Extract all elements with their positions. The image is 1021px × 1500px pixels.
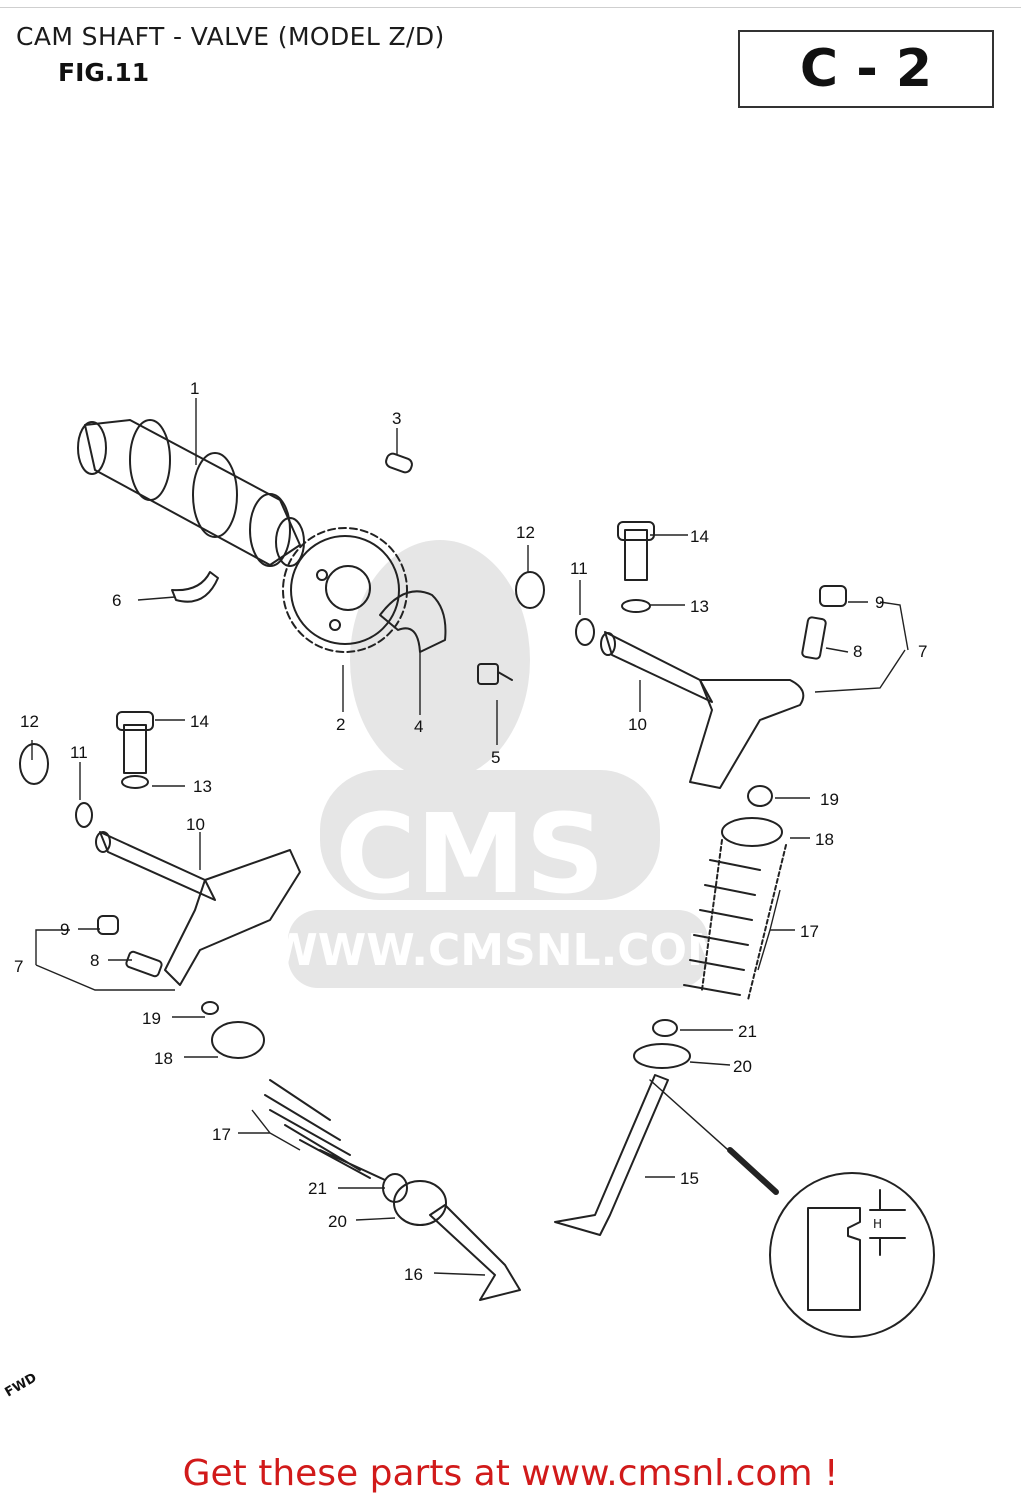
footer-link[interactable]: Get these parts at www.cmsnl.com !: [182, 1453, 839, 1494]
camshaft: [77, 419, 305, 567]
callout-19-right: 19: [820, 790, 839, 809]
page-title: CAM SHAFT - VALVE (MODEL Z/D): [16, 22, 445, 51]
rocker-arm-right: [515, 521, 847, 789]
callout-1: 1: [190, 379, 199, 398]
callout-9-left: 9: [60, 920, 69, 939]
callout-labels: 1 2 3 4 5 6 7 8 9 10 11 12 13 14 7 8 9 1…: [14, 379, 927, 1284]
valve-train-right: [554, 785, 787, 1236]
callout-20-left: 20: [328, 1212, 347, 1231]
dowel-pin: [385, 452, 413, 474]
half-ring: [171, 571, 219, 603]
plate-code: C - 2: [738, 30, 994, 108]
dimension-label: H: [873, 1217, 882, 1231]
valve-pointer-dash: [727, 1147, 779, 1195]
callout-21-left: 21: [308, 1179, 327, 1198]
callout-2: 2: [336, 715, 345, 734]
callout-18-left: 18: [154, 1049, 173, 1068]
callout-8-right: 8: [853, 642, 862, 661]
callout-15: 15: [680, 1169, 699, 1188]
callout-18-right: 18: [815, 830, 834, 849]
callout-10-left: 10: [186, 815, 205, 834]
valve-detail-inset: [769, 1172, 935, 1338]
sprocket-retainer: [379, 590, 447, 653]
callout-4: 4: [414, 717, 423, 736]
callout-10-right: 10: [628, 715, 647, 734]
callout-14-left: 14: [190, 712, 209, 731]
callout-11-right: 11: [570, 559, 588, 578]
callout-13-right: 13: [690, 597, 709, 616]
figure-number: FIG.11: [58, 58, 150, 87]
callout-3: 3: [392, 409, 401, 428]
callout-19-left: 19: [142, 1009, 161, 1028]
callout-17-left: 17: [212, 1125, 231, 1144]
callout-7-left: 7: [14, 957, 23, 976]
callout-12-left: 12: [20, 712, 39, 731]
leader-lines: [31, 398, 909, 1276]
callout-21-right: 21: [738, 1022, 757, 1041]
callout-17-right: 17: [800, 922, 819, 941]
callout-20-right: 20: [733, 1057, 752, 1076]
bolt: [477, 663, 513, 685]
callout-13-left: 13: [193, 777, 212, 796]
callout-16: 16: [404, 1265, 423, 1284]
callout-9-right: 9: [875, 593, 884, 612]
callout-6: 6: [112, 591, 121, 610]
valve-train-left: [201, 1001, 521, 1301]
rocker-arm-left: [19, 711, 301, 986]
watermark-url: WWW.CMSNL.COM: [269, 925, 731, 976]
callout-7-right: 7: [918, 642, 927, 661]
callout-5: 5: [491, 748, 500, 767]
callout-12-right: 12: [516, 523, 535, 542]
watermark-brand: CMS: [335, 790, 604, 918]
cam-sprocket: [282, 527, 408, 653]
callout-8-left: 8: [90, 951, 99, 970]
top-rule: [0, 7, 1021, 8]
callout-14-right: 14: [690, 527, 709, 546]
callout-11-left: 11: [70, 743, 88, 762]
